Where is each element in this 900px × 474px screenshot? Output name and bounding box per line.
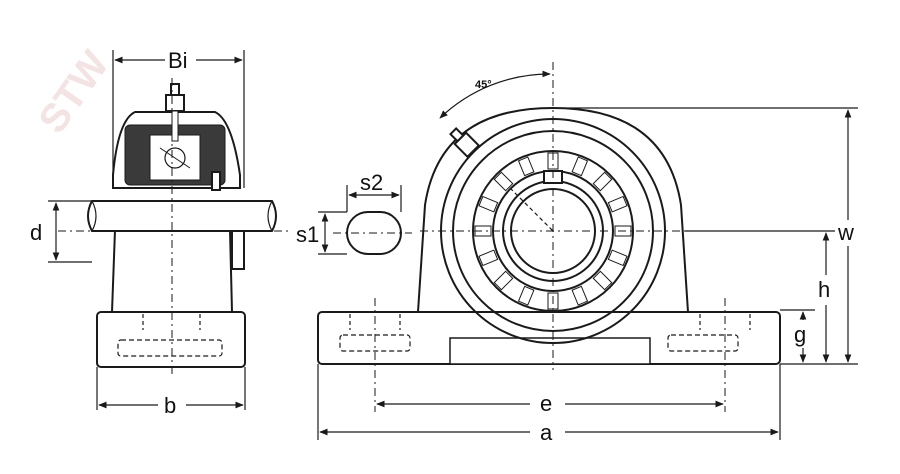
roller <box>517 156 535 177</box>
label-b: b <box>164 393 176 418</box>
label-e: e <box>540 391 552 416</box>
roller <box>571 156 589 177</box>
roller <box>571 285 589 306</box>
side-grease-nipple <box>165 94 185 112</box>
side-view: Bi d b <box>30 48 290 418</box>
label-bi: Bi <box>168 48 188 73</box>
roller <box>607 195 628 213</box>
front-grease-nipple <box>449 127 481 159</box>
roller <box>478 249 499 267</box>
roller <box>493 270 514 291</box>
side-shaft <box>87 200 277 232</box>
label-angle: 45° <box>475 79 492 91</box>
label-g: g <box>794 322 806 347</box>
label-w: w <box>837 220 854 245</box>
roller <box>592 171 613 192</box>
label-s1: s1 <box>296 222 319 247</box>
roller <box>607 249 628 267</box>
watermark: STW <box>31 43 118 141</box>
front-view: 45° w h g e a <box>317 62 858 445</box>
label-s2: s2 <box>360 170 383 195</box>
roller <box>478 195 499 213</box>
label-a: a <box>540 420 553 445</box>
label-h: h <box>818 277 830 302</box>
slot-detail: s2 s1 <box>296 170 412 255</box>
roller <box>592 270 613 291</box>
roller <box>493 171 514 192</box>
roller <box>517 285 535 306</box>
label-d: d <box>30 220 42 245</box>
